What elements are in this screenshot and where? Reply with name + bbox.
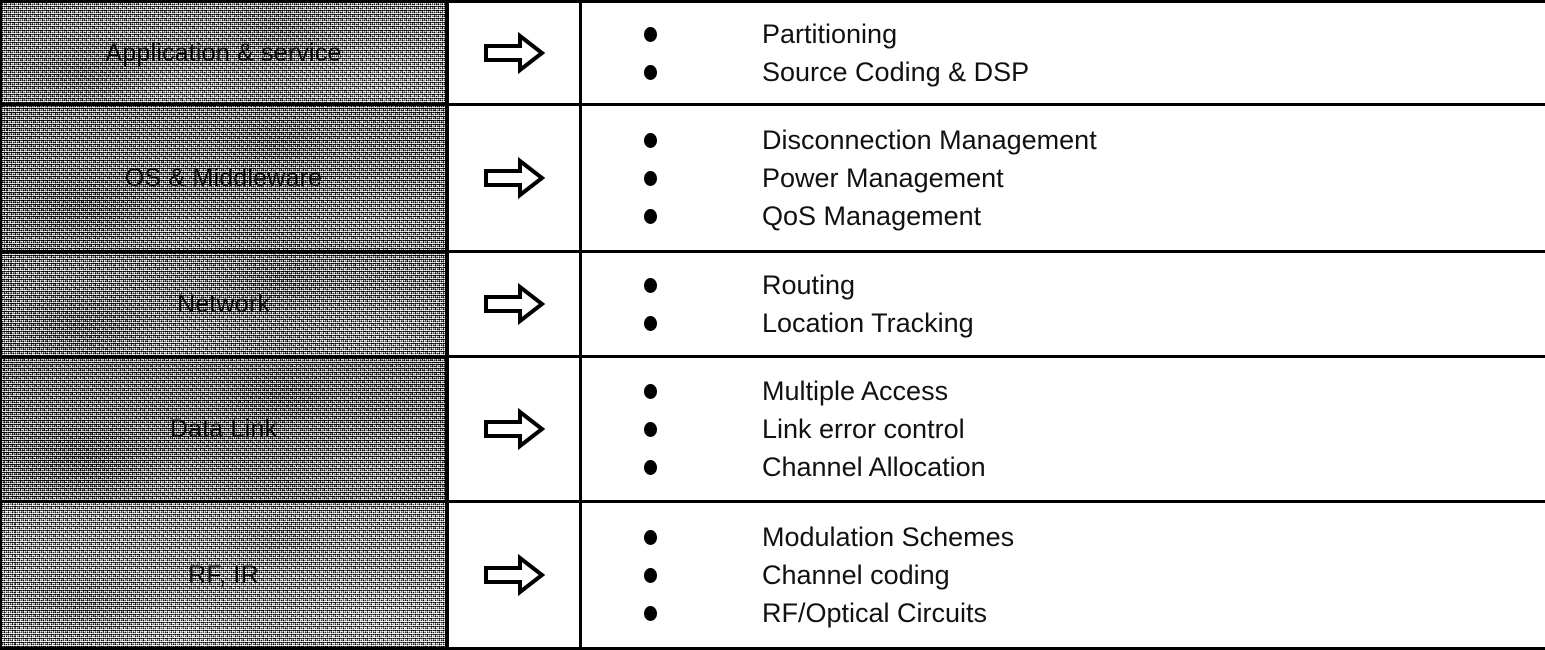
list-item: Channel coding [644,556,1545,594]
bullet-dot-icon [644,171,657,186]
layer-cell-application: Application & service [1,2,447,105]
layer-cell-rf-ir: RF, IR [1,502,447,649]
item-list: Disconnection Management Power Managemen… [582,121,1545,235]
right-block-arrow-icon [449,280,579,328]
arrow-cell [447,502,581,649]
item-label: Source Coding & DSP [762,59,1029,86]
list-item: Multiple Access [644,372,1545,410]
bullet-dot-icon [644,384,657,399]
table-row: Network Routing Location Tr [1,252,1545,357]
bullet-dot-icon [644,568,657,583]
bullet-dot-icon [644,65,657,80]
items-cell-os-middleware: Disconnection Management Power Managemen… [581,105,1545,252]
layer-label: OS & Middleware [2,106,445,250]
list-item: Modulation Schemes [644,518,1545,556]
list-item: Source Coding & DSP [644,53,1545,91]
item-label: Power Management [762,165,1004,192]
item-label: Modulation Schemes [762,524,1014,551]
bullet-dot-icon [644,530,657,545]
list-item: Channel Allocation [644,448,1545,486]
bullet-dot-icon [644,27,657,42]
item-list: Routing Location Tracking [582,266,1545,342]
layer-label: Data Link [2,358,445,500]
layer-cell-os-middleware: OS & Middleware [1,105,447,252]
item-label: Link error control [762,416,965,443]
arrow-cell [447,105,581,252]
layer-cell-network: Network [1,252,447,357]
bullet-dot-icon [644,278,657,293]
layer-label: Application & service [2,3,445,103]
item-list: Multiple Access Link error control Chann… [582,372,1545,486]
bullet-dot-icon [644,316,657,331]
right-block-arrow-icon [449,29,579,77]
bullet-dot-icon [644,460,657,475]
table-row: OS & Middleware Disconnection Management [1,105,1545,252]
bullet-dot-icon [644,133,657,148]
item-list: Modulation Schemes Channel coding RF/Opt… [582,518,1545,632]
items-cell-rf-ir: Modulation Schemes Channel coding RF/Opt… [581,502,1545,649]
layer-label: RF, IR [2,503,445,647]
items-cell-network: Routing Location Tracking [581,252,1545,357]
arrow-cell [447,252,581,357]
item-label: QoS Management [762,203,981,230]
items-cell-application: Partitioning Source Coding & DSP [581,2,1545,105]
item-list: Partitioning Source Coding & DSP [582,15,1545,91]
table-row: Application & service Partitioning [1,2,1545,105]
list-item: Location Tracking [644,304,1545,342]
table-row: Data Link Multiple Access L [1,357,1545,502]
layer-cell-data-link: Data Link [1,357,447,502]
bullet-dot-icon [644,606,657,621]
list-item: RF/Optical Circuits [644,594,1545,632]
arrow-cell [447,2,581,105]
item-label: Disconnection Management [762,127,1097,154]
arrow-cell [447,357,581,502]
item-label: RF/Optical Circuits [762,600,987,627]
bullet-dot-icon [644,422,657,437]
item-label: Multiple Access [762,378,948,405]
list-item: Link error control [644,410,1545,448]
list-item: Routing [644,266,1545,304]
list-item: Disconnection Management [644,121,1545,159]
list-item: Power Management [644,159,1545,197]
item-label: Channel coding [762,562,950,589]
item-label: Channel Allocation [762,454,986,481]
table-row: RF, IR Modulation Schemes C [1,502,1545,649]
right-block-arrow-icon [449,405,579,453]
item-label: Partitioning [762,21,897,48]
item-label: Routing [762,272,855,299]
layer-label: Network [2,253,445,355]
right-block-arrow-icon [449,551,579,599]
item-label: Location Tracking [762,310,974,337]
list-item: Partitioning [644,15,1545,53]
list-item: QoS Management [644,197,1545,235]
bullet-dot-icon [644,209,657,224]
right-block-arrow-icon [449,154,579,202]
items-cell-data-link: Multiple Access Link error control Chann… [581,357,1545,502]
